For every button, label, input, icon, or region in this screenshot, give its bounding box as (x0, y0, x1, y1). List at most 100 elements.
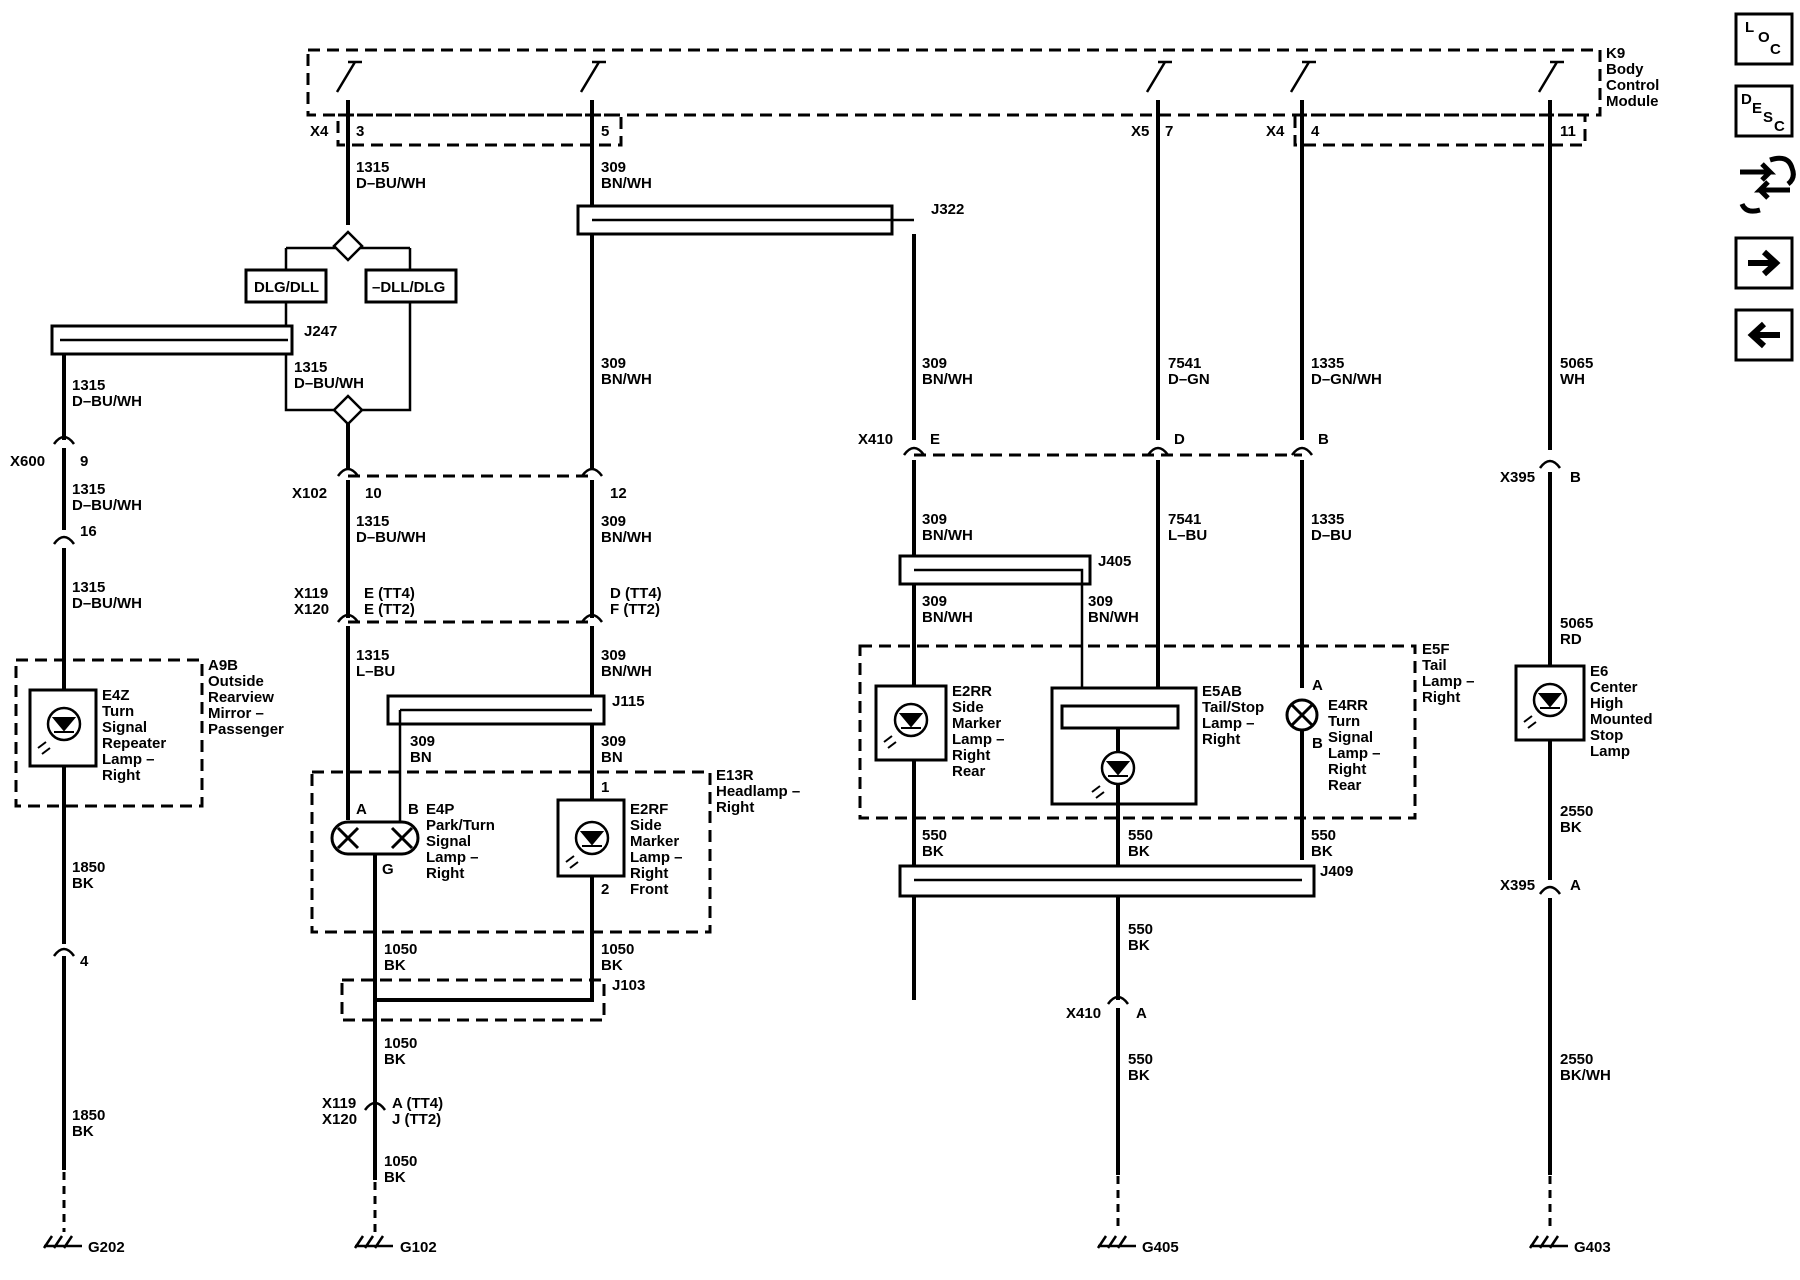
diagram-label: E (TT4) (364, 585, 415, 602)
diagram-label: 9 (80, 453, 88, 470)
diagram-label: B (408, 801, 419, 818)
ground-g102: G102 (353, 1182, 437, 1256)
diagram-label: BK (72, 1123, 94, 1140)
diagram-label: BN (601, 749, 623, 766)
diagram-label: 309 (922, 355, 947, 372)
diagram-label: E4RR (1328, 697, 1368, 714)
diagram-label: L–BU (1168, 527, 1207, 544)
diagram-label: Rear (1328, 777, 1362, 794)
diagram-label: Park/Turn (426, 817, 495, 834)
diagram-label: D–BU (1311, 527, 1352, 544)
option-selectors: DLG/DLL –DLL/DLG (244, 230, 458, 426)
diagram-label: 7541 (1168, 355, 1201, 372)
diagram-label: A (1312, 677, 1323, 694)
diagram-label: E4P (426, 801, 454, 818)
diagram-label: G403 (1574, 1239, 1611, 1256)
diagram-label: 1315 (356, 513, 389, 530)
module-name-2: Control (1606, 77, 1659, 94)
diagram-label: Turn (1328, 713, 1360, 730)
diagram-label: 1050 (384, 941, 417, 958)
diagram-label: G (382, 861, 394, 878)
e2rr-side-marker-lamp: E2RR Side Marker Lamp – Right Rear (874, 683, 1005, 780)
diagram-label: 10 (365, 485, 382, 502)
diagram-label: G202 (88, 1239, 125, 1256)
option-ndlg: –DLL/DLG (372, 279, 445, 296)
diagram-label: Front (630, 881, 668, 898)
module-name-1: Body (1606, 61, 1644, 78)
diagram-label: BN/WH (601, 371, 652, 388)
diagram-label: BK (72, 875, 94, 892)
diagram-label: 5 (601, 123, 609, 140)
diagram-label: 1335 (1311, 355, 1344, 372)
diagram-label: Marker (952, 715, 1001, 732)
diagram-label: BN/WH (601, 529, 652, 546)
ground-g202: G202 (42, 1172, 125, 1256)
diagram-label: Lamp – (1422, 673, 1475, 690)
loc-button[interactable]: L O C (1734, 12, 1794, 66)
diagram-label: Headlamp – (716, 783, 800, 800)
e5f-tail-lamp-assembly: E5F Tail Lamp – Right (858, 641, 1475, 820)
diagram-label: BN/WH (601, 175, 652, 192)
splice-j115: J115 (612, 693, 645, 710)
diagram-label: G102 (400, 1239, 437, 1256)
diagram-label: E6 (1590, 663, 1608, 680)
splice-j322: J322 (931, 201, 964, 218)
splice-j409: J409 (1320, 863, 1353, 880)
diagram-label: D–BU/WH (356, 175, 426, 192)
diagram-label: 1 (601, 779, 609, 796)
desc-button[interactable]: D E S C (1734, 84, 1794, 138)
diagram-label: Tail/Stop (1202, 699, 1264, 716)
diagram-label: Right (1422, 689, 1460, 706)
diagram-label: 550 (1128, 1051, 1153, 1068)
module-ref: K9 (1606, 45, 1625, 62)
diagram-label: 309 (922, 593, 947, 610)
diagram-label: E (1752, 100, 1762, 117)
middle-branch: X102 10 12 1315 D–BU/WH 309 BN/WH X119 X… (292, 467, 800, 1186)
diagram-label: 309 (410, 733, 435, 750)
diagram-label: 309 (601, 513, 626, 530)
next-page-button[interactable] (1734, 236, 1794, 290)
diagram-label: Side (630, 817, 662, 834)
diagram-label: D–BU/WH (72, 595, 142, 612)
diagram-label: Turn (102, 703, 134, 720)
diagram-label: WH (1560, 371, 1585, 388)
body-control-module: K9 Body Control Module X4 3 5 X5 7 X4 4 … (306, 45, 1659, 147)
diagram-label: Right (630, 865, 668, 882)
diagram-label: Signal (426, 833, 471, 850)
diagram-label: 550 (922, 827, 947, 844)
diagram-label: L–BU (356, 663, 395, 680)
diagram-label: 1315 (72, 579, 105, 596)
diagram-label: 1315 (356, 647, 389, 664)
diagram-label: 550 (1128, 827, 1153, 844)
diagram-label: Rearview (208, 689, 274, 706)
e5ab-tail-stop-lamp: E5AB Tail/Stop Lamp – Right (1050, 683, 1264, 1000)
diagram-label: D–GN/WH (1311, 371, 1382, 388)
diagram-label: BK (384, 1051, 406, 1068)
diagram-label: 3 (356, 123, 364, 140)
diagram-label: X600 (10, 453, 45, 470)
diagram-label: S (1763, 109, 1773, 126)
splice-j405: J405 (1098, 553, 1131, 570)
diagram-label: Side (952, 699, 984, 716)
diagram-label: Lamp – (102, 751, 155, 768)
diagram-label: 550 (1311, 827, 1336, 844)
diagram-label: Marker (630, 833, 679, 850)
diagram-label: E5AB (1202, 683, 1242, 700)
diagram-label: F (TT2) (610, 601, 660, 618)
diagram-label: BK (1128, 1067, 1150, 1084)
diagram-label: 4 (80, 953, 89, 970)
diagram-label: 550 (1128, 921, 1153, 938)
splice-j409-group: J409 550 BK 550 BK 550 BK 550 BK X410 A … (898, 827, 1353, 1175)
diagram-label: 309 (601, 647, 626, 664)
diagram-label: B (1318, 431, 1329, 448)
prev-page-button[interactable] (1734, 308, 1794, 362)
diagram-label: O (1758, 29, 1770, 46)
diagram-label: 309 (601, 159, 626, 176)
diagram-label: Right (1202, 731, 1240, 748)
connector-view-icon[interactable] (1739, 155, 1796, 214)
diagram-label: 1315 (72, 377, 105, 394)
splice-j103: J103 (612, 977, 645, 994)
diagram-label: Lamp – (952, 731, 1005, 748)
diagram-label: Signal (1328, 729, 1373, 746)
diagram-label: A (TT4) (392, 1095, 443, 1112)
